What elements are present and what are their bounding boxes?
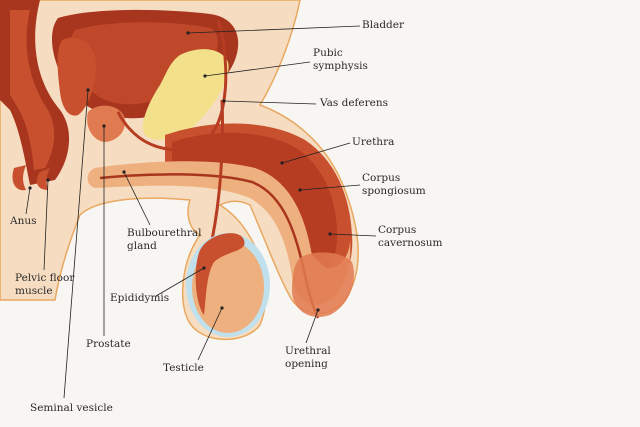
dot-prostate xyxy=(102,124,106,128)
leader-bulbourethral xyxy=(123,171,151,226)
leader-pelvic-floor xyxy=(43,179,49,271)
dot-bladder xyxy=(186,31,190,35)
leader-urethral-opening xyxy=(305,309,319,344)
corpus-spongiosum-shape xyxy=(87,161,351,305)
dot-pelvic-floor xyxy=(46,178,50,182)
dot-bulbourethral xyxy=(122,170,126,174)
label-pubic-symphysis: Pubic symphysis xyxy=(313,47,368,72)
leader-pubic-symphysis xyxy=(204,61,311,77)
dot-epididymis xyxy=(202,266,206,270)
dot-corpus-spongiosum xyxy=(298,188,302,192)
dot-vas-deferens xyxy=(222,99,226,103)
leader-corpus-spongiosum xyxy=(299,184,361,191)
leader-epididymis xyxy=(155,267,205,297)
anus-shape xyxy=(12,165,26,191)
vas-deferens-tube xyxy=(116,19,228,241)
leader-vas-deferens xyxy=(223,100,317,105)
dot-pubic-symphysis xyxy=(203,74,207,78)
label-urethra: Urethra xyxy=(352,136,395,148)
label-epididymis: Epididymis xyxy=(110,292,170,304)
rectum-inner xyxy=(10,10,55,170)
pubic-symphysis-shape xyxy=(142,49,229,140)
dot-seminal-vesicle xyxy=(86,88,90,92)
leader-bladder xyxy=(187,25,361,34)
label-bulbourethral-gland: Bulbourethral gland xyxy=(127,227,202,252)
epididymis-shape xyxy=(195,233,245,315)
leader-anus xyxy=(25,187,31,215)
label-prostate: Prostate xyxy=(86,338,131,350)
dot-anus xyxy=(28,186,32,190)
seminal-vesicle-shape xyxy=(57,37,97,116)
label-pelvic-floor-muscle: Pelvic floor muscle xyxy=(15,272,75,297)
label-corpus-spongiosum: Corpus spongiosum xyxy=(362,172,426,197)
dot-corpus-cavernosum xyxy=(328,232,332,236)
dot-urethral-opening xyxy=(316,308,320,312)
dot-testicle xyxy=(220,306,224,310)
corpus-cavernosum-inner xyxy=(172,132,338,275)
label-bladder: Bladder xyxy=(362,19,405,31)
leader-corpus-cavernosum xyxy=(329,233,377,237)
leader-urethra xyxy=(281,142,351,164)
pelvic-floor-shape xyxy=(36,168,50,190)
label-seminal-vesicle: Seminal vesicle xyxy=(30,402,113,414)
label-corpus-cavernosum: Corpus cavernosum xyxy=(378,224,443,249)
label-urethral-opening: Urethral opening xyxy=(285,345,331,370)
label-anus: Anus xyxy=(10,215,37,227)
leader-testicle xyxy=(197,307,223,361)
prostate-shape xyxy=(87,105,126,142)
dot-urethra xyxy=(280,161,284,165)
glans-shape xyxy=(292,252,354,318)
label-testicle: Testicle xyxy=(163,362,204,374)
label-vas-deferens: Vas deferens xyxy=(320,97,389,109)
leader-seminal-vesicle xyxy=(63,89,89,399)
